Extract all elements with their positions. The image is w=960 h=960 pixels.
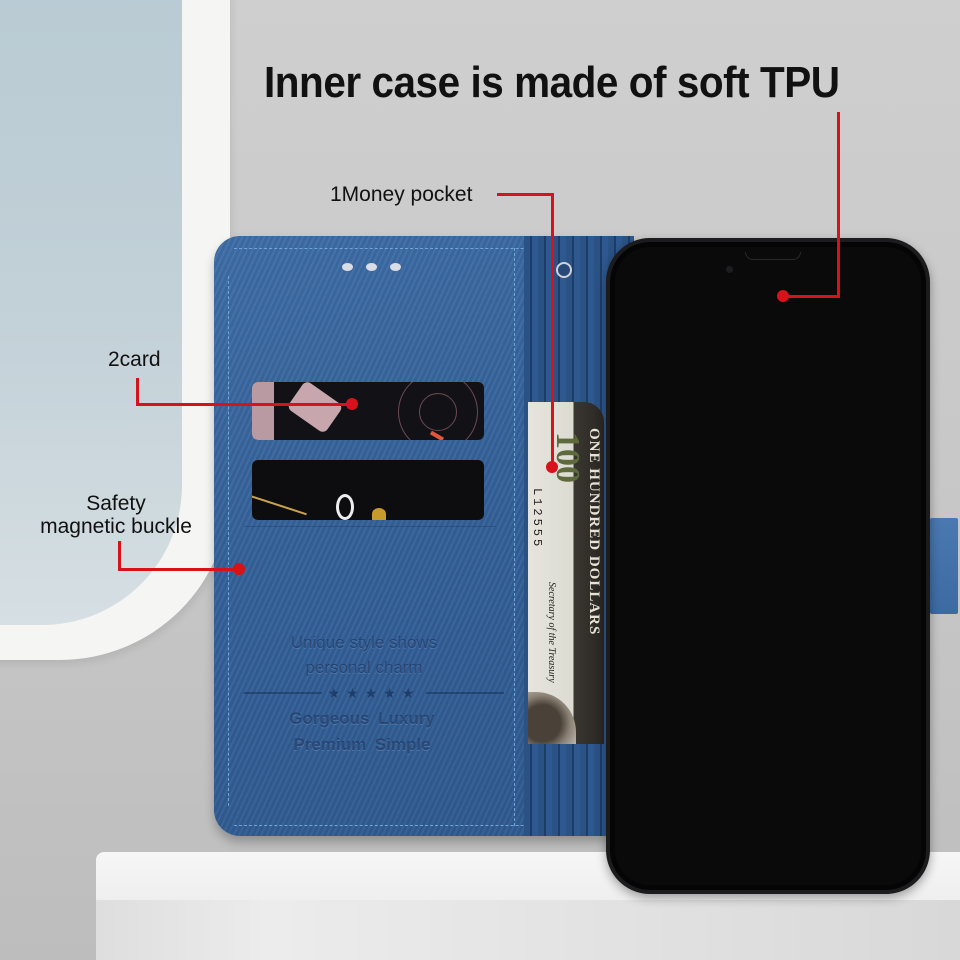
note-words: ONE HUNDRED DOLLARS: [586, 428, 602, 636]
emboss-stars-row: ★★★★★: [244, 684, 505, 702]
stitching-top: [234, 248, 604, 249]
card-slot-2: [252, 460, 484, 520]
callout-dot-money: [546, 461, 558, 473]
pocket-edge: [244, 526, 496, 527]
stitching-left: [228, 276, 229, 806]
pedestal-side: [96, 900, 960, 960]
callout-line-money: [551, 193, 554, 465]
embossed-slogan: Unique style shows personal charm: [264, 630, 464, 680]
banknote: L12555 100 Secretary of the Treasury ONE…: [528, 402, 604, 744]
note-serial: L12555: [530, 488, 544, 550]
emboss-line-3: Gorgeous Luxury: [289, 709, 435, 728]
card-slot-1: [252, 382, 484, 440]
divider: [426, 692, 505, 694]
money-pocket-stitch: [514, 248, 515, 826]
emboss-line-1: Unique style shows: [290, 633, 438, 652]
callout-line-safety: [118, 568, 240, 571]
front-camera-icon: [726, 266, 733, 273]
label-money-pocket: 1Money pocket: [330, 183, 473, 206]
wallet-case: Unique style shows personal charm ★★★★★ …: [214, 236, 634, 836]
stitching-bottom: [234, 825, 604, 826]
callout-line-tpu: [784, 295, 840, 298]
callout-line-money: [497, 193, 553, 196]
earpiece-speaker: [745, 252, 801, 260]
headline: Inner case is made of soft TPU: [264, 58, 840, 107]
window-glass: [0, 0, 182, 625]
label-safety-line-1: Safety: [86, 492, 146, 515]
emboss-line-2: personal charm: [305, 658, 423, 677]
callout-dot-safety: [233, 563, 245, 575]
callout-line-card: [136, 378, 139, 406]
lanyard-ring: [556, 262, 572, 278]
note-signature: Secretary of the Treasury: [546, 582, 557, 683]
embossed-tagline: Gorgeous Luxury Premium Simple: [272, 706, 452, 758]
divider: [244, 692, 322, 694]
callout-line-tpu: [837, 112, 840, 298]
vent-holes: [342, 263, 401, 271]
label-safety-buckle: Safety magnetic buckle: [26, 492, 206, 538]
phone: [606, 238, 930, 894]
callout-dot-tpu: [777, 290, 789, 302]
callout-dot-card: [346, 398, 358, 410]
emboss-line-4: Premium Simple: [293, 735, 431, 754]
star-icons: ★★★★★: [327, 684, 421, 701]
magnetic-strap: [930, 518, 958, 614]
callout-line-safety: [118, 541, 121, 571]
note-denomination: 100: [549, 432, 586, 483]
label-card: 2card: [108, 348, 161, 371]
note-portrait: [528, 692, 576, 744]
label-safety-line-2: magnetic buckle: [40, 515, 192, 538]
callout-line-card: [136, 403, 352, 406]
